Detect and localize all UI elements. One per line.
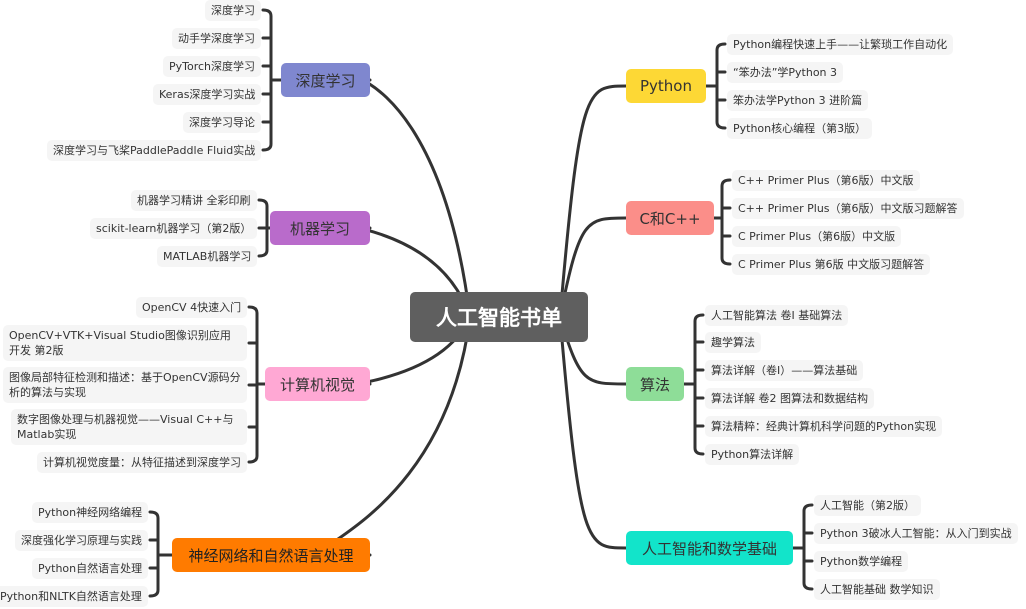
leaf-bracket xyxy=(693,313,705,456)
leaf-book[interactable]: PyTorch深度学习 xyxy=(163,55,262,77)
branch-connector xyxy=(321,315,472,557)
leaf-book[interactable]: 动手学深度学习 xyxy=(172,27,261,49)
leaf-book[interactable]: Python算法详解 xyxy=(705,443,800,465)
leaf-bracket xyxy=(715,42,727,130)
leaf-book[interactable]: 计算机视觉度量：从特征描述到深度学习 xyxy=(37,451,247,473)
leaf-bracket xyxy=(261,8,273,152)
leaf-book[interactable]: MATLAB机器学习 xyxy=(157,245,258,267)
leaf-book[interactable]: 深度学习 xyxy=(205,0,261,21)
leaf-book[interactable]: Python数学编程 xyxy=(814,550,909,572)
leaf-book[interactable]: 数字图像处理与机器视觉——Visual C++与Matlab实现 xyxy=(11,409,247,445)
leaf-bracket xyxy=(148,510,160,598)
branch-node[interactable]: 神经网络和自然语言处理 xyxy=(172,538,370,572)
leaf-book[interactable]: OpenCV+VTK+Visual Studio图像识别应用开发 第2版 xyxy=(3,325,247,361)
leaf-book[interactable]: 深度强化学习原理与实践 xyxy=(15,529,148,551)
leaf-book[interactable]: 深度学习与飞桨PaddlePaddle Fluid实战 xyxy=(47,139,262,161)
leaf-book[interactable]: OpenCV 4快速入门 xyxy=(136,296,248,318)
branch-node[interactable]: 计算机视觉 xyxy=(265,367,370,401)
leaf-book[interactable]: Python自然语言处理 xyxy=(32,557,149,579)
leaf-book[interactable]: C++ Primer Plus（第6版）中文版 xyxy=(732,169,920,191)
branch-connector xyxy=(363,78,472,319)
leaf-book[interactable]: 趣学算法 xyxy=(705,331,761,353)
leaf-book[interactable]: Python 3破冰人工智能：从入门到实战 xyxy=(814,522,1018,544)
leaf-book[interactable]: C Primer Plus 第6版 中文版习题解答 xyxy=(732,253,931,275)
leaf-bracket xyxy=(802,503,814,591)
leaf-book[interactable]: 机器学习精讲 全彩印刷 xyxy=(131,189,257,211)
leaf-book[interactable]: 深度学习导论 xyxy=(183,111,261,133)
leaf-book[interactable]: 算法详解（卷I）——算法基础 xyxy=(705,359,864,381)
leaf-book[interactable]: 人工智能基础 数学知识 xyxy=(814,578,940,600)
branch-node[interactable]: 人工智能和数学基础 xyxy=(626,531,793,565)
leaf-book[interactable]: Python核心编程（第3版） xyxy=(727,117,873,139)
branch-node[interactable]: 深度学习 xyxy=(281,63,370,97)
leaf-book[interactable]: Python神经网络编程 xyxy=(32,501,149,523)
leaf-book[interactable]: 人工智能算法 卷I 基础算法 xyxy=(705,304,849,326)
leaf-book[interactable]: Keras深度学习实战 xyxy=(153,83,262,105)
leaf-book[interactable]: scikit-learn机器学习（第2版） xyxy=(90,217,258,239)
branch-connector xyxy=(558,84,628,319)
branch-node[interactable]: 机器学习 xyxy=(270,211,370,245)
branch-node[interactable]: C和C++ xyxy=(626,201,714,235)
branch-connector xyxy=(558,315,628,550)
leaf-book[interactable]: 算法详解 卷2 图算法和数据结构 xyxy=(705,387,874,409)
leaf-book[interactable]: C Primer Plus（第6版）中文版 xyxy=(732,225,902,247)
leaf-book[interactable]: Python编程快速上手——让繁琐工作自动化 xyxy=(727,33,954,55)
leaf-book[interactable]: “笨办法”学Python 3 xyxy=(727,61,844,83)
branch-connector xyxy=(558,216,628,319)
leaf-book[interactable]: 笨办法学Python 3 进阶篇 xyxy=(727,89,869,111)
leaf-book[interactable]: 图像局部特征检测和描述：基于OpenCV源码分析的算法与实现 xyxy=(3,367,247,403)
central-topic[interactable]: 人工智能书单 xyxy=(410,292,588,342)
branch-node[interactable]: Python xyxy=(626,69,706,103)
leaf-bracket xyxy=(720,178,732,266)
branch-node[interactable]: 算法 xyxy=(626,367,684,401)
leaf-book[interactable]: Python和NLTK自然语言处理 xyxy=(0,585,148,607)
leaf-book[interactable]: C++ Primer Plus（第6版）中文版习题解答 xyxy=(732,197,964,219)
leaf-book[interactable]: 人工智能（第2版） xyxy=(814,494,921,516)
leaf-book[interactable]: 算法精粹：经典计算机科学问题的Python实现 xyxy=(705,415,943,437)
